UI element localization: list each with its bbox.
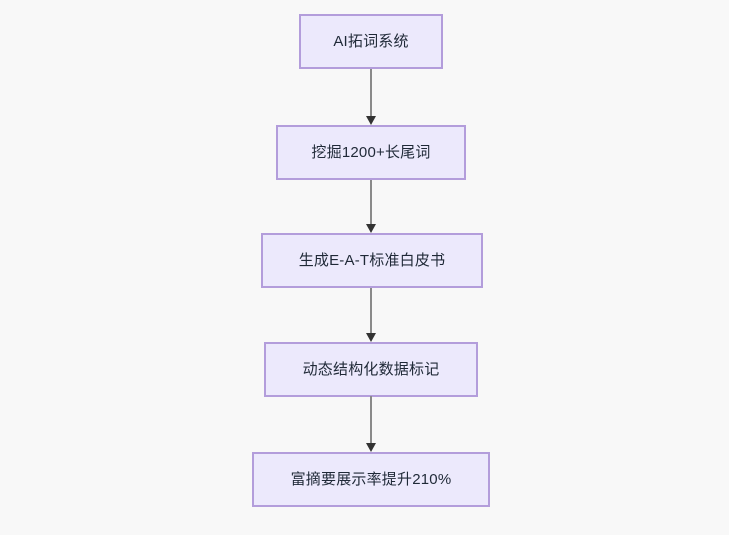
flow-node-ai-keyword-system[interactable]: AI拓词系统 <box>299 14 443 69</box>
connector-line <box>370 396 372 444</box>
connector-line <box>370 288 372 334</box>
flow-node-dynamic-structured-data-markup[interactable]: 动态结构化数据标记 <box>264 342 478 397</box>
arrowhead-down-icon <box>366 116 376 125</box>
flow-connector-arrow <box>366 180 376 233</box>
flow-connector-arrow <box>366 396 376 452</box>
flow-node-generate-eat-whitepaper[interactable]: 生成E-A-T标准白皮书 <box>261 233 483 288</box>
arrowhead-down-icon <box>366 443 376 452</box>
flow-node-rich-snippet-rate-increase[interactable]: 富摘要展示率提升210% <box>252 452 490 507</box>
connector-line <box>370 180 372 225</box>
arrowhead-down-icon <box>366 224 376 233</box>
flow-node-mine-longtail-keywords[interactable]: 挖掘1200+长尾词 <box>276 125 466 180</box>
flow-connector-arrow <box>366 69 376 125</box>
connector-line <box>370 69 372 117</box>
flow-connector-arrow <box>366 288 376 342</box>
arrowhead-down-icon <box>366 333 376 342</box>
